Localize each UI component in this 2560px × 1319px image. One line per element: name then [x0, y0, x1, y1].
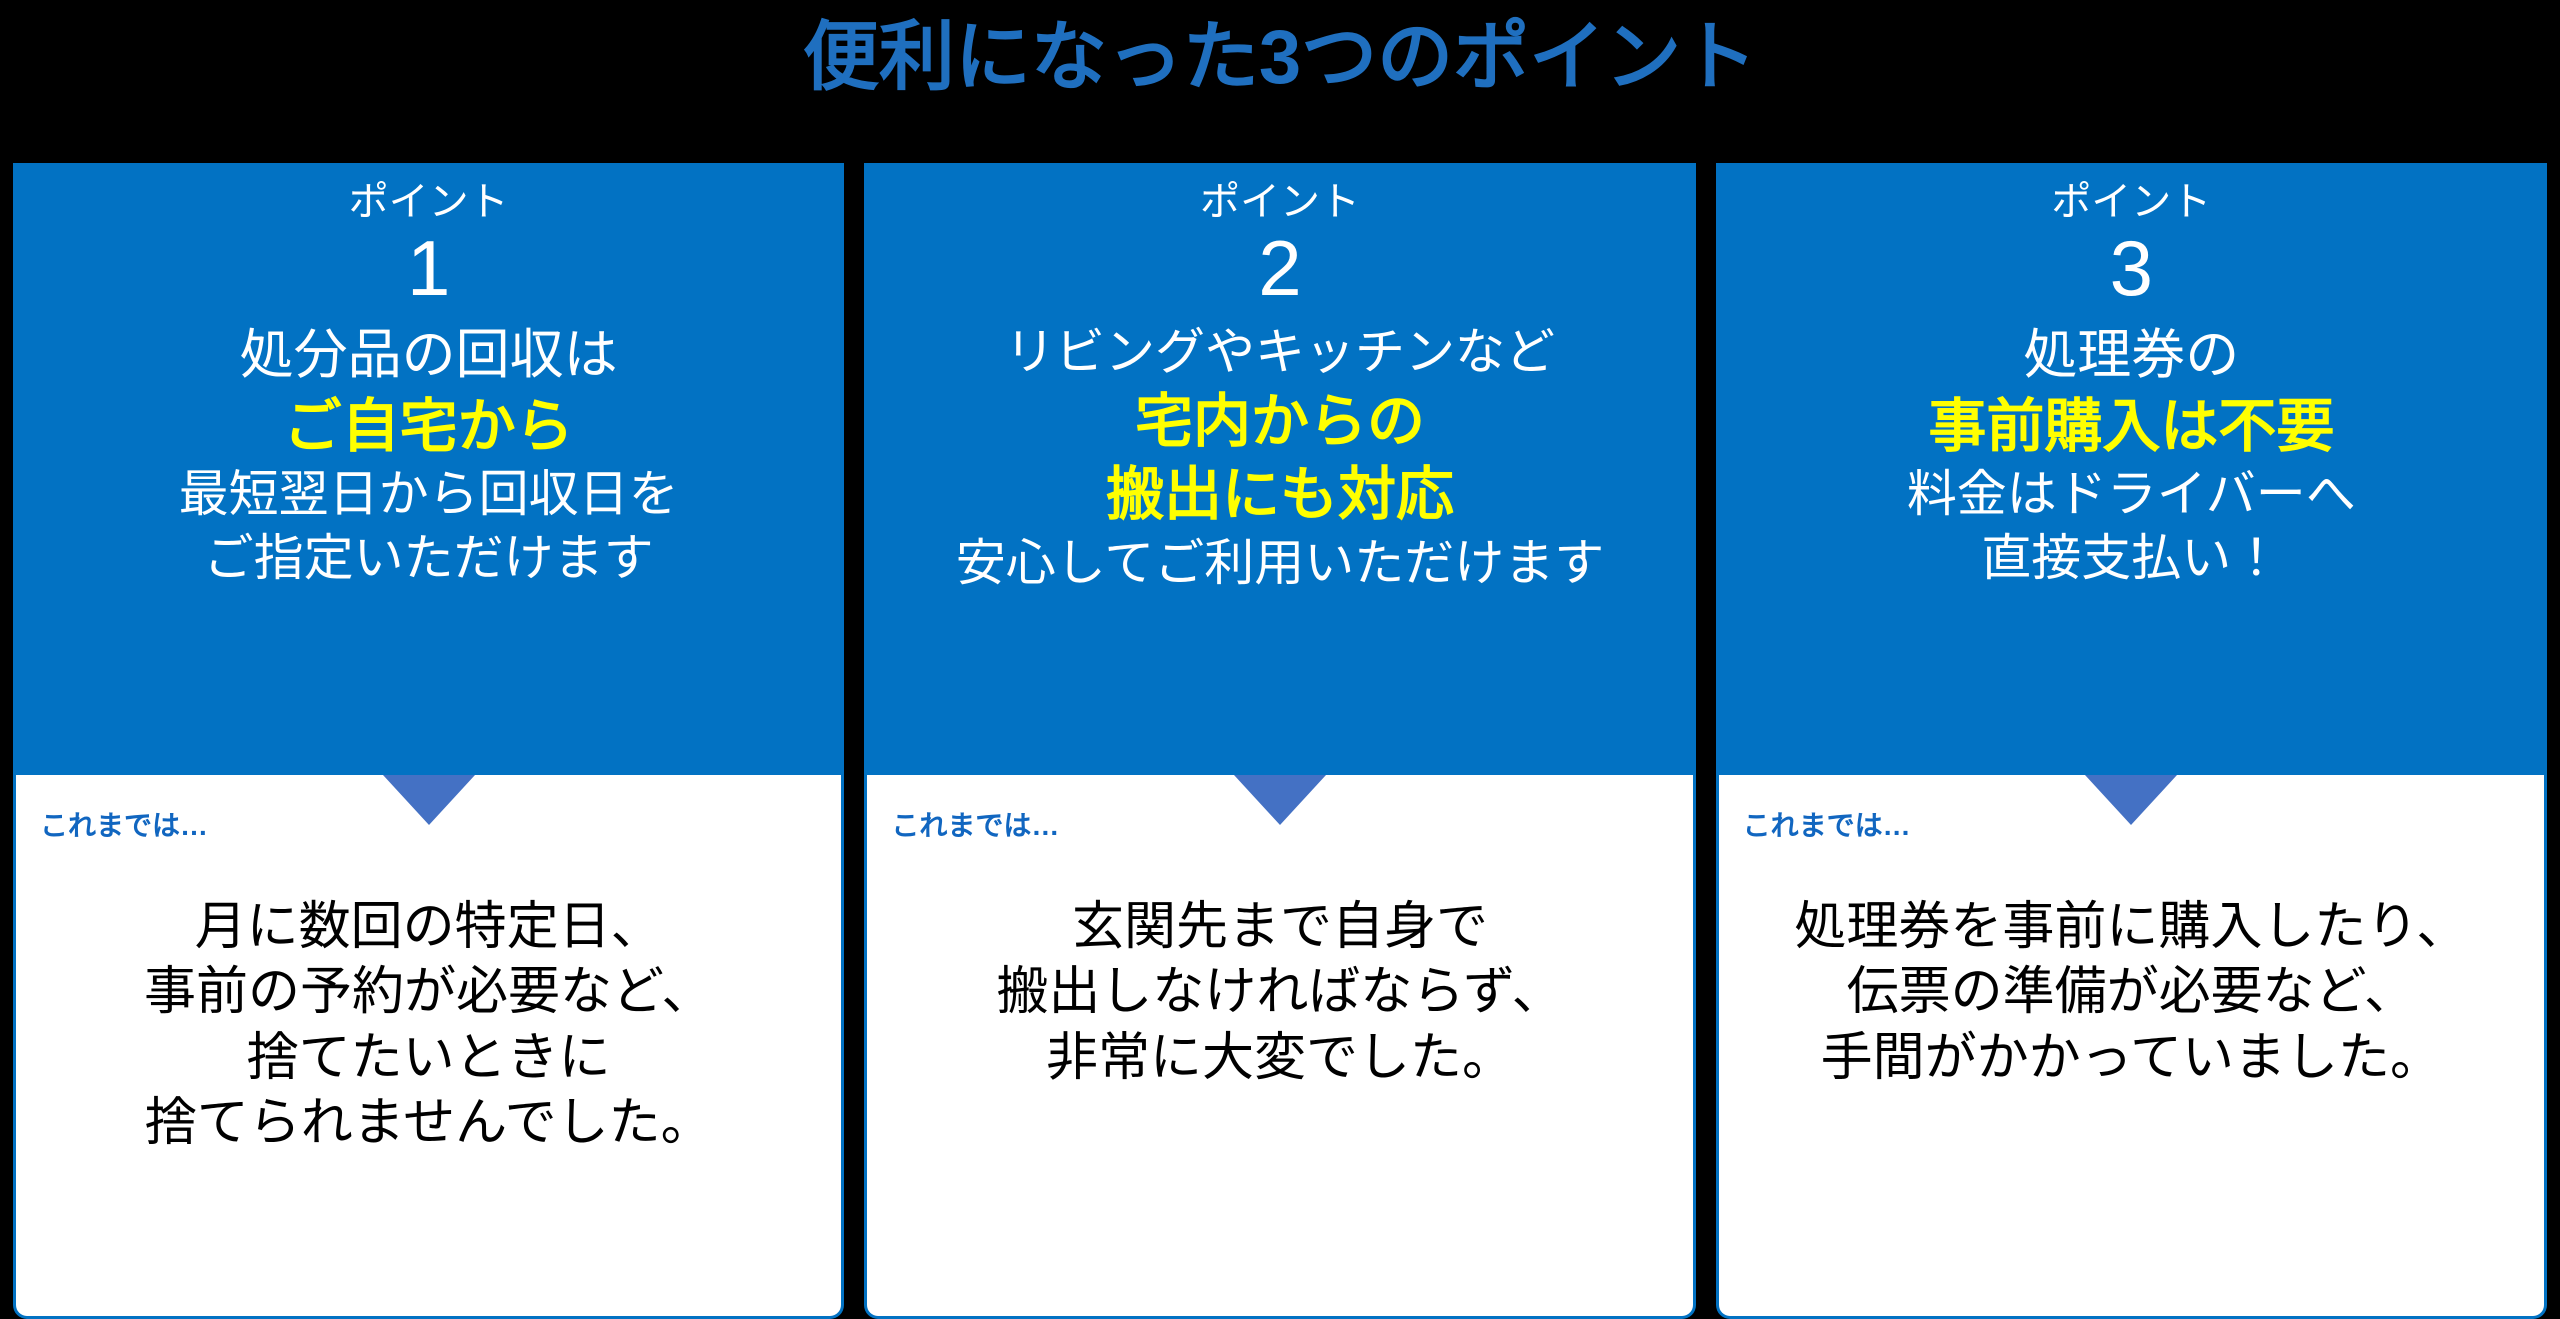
- point-card-3-point-label: ポイント: [2051, 180, 2212, 224]
- point-card-1-bodyline-1: 月に数回の特定日、: [194, 897, 663, 956]
- point-card-1-headline-3: 最短翌日から回収日を: [178, 466, 679, 523]
- point-card-2-point-label: ポイント: [1199, 180, 1360, 224]
- point-card-3-bodyline-3: 手間がかかっていました。: [1820, 1028, 2443, 1087]
- point-card-1-point-label: ポイント: [348, 180, 509, 224]
- point-card-1-before-label: これまでは…: [40, 810, 209, 841]
- point-card-3-number: 3: [2109, 224, 2154, 312]
- point-card-3-bodyline-2: 伝票の準備が必要など、: [1846, 963, 2417, 1022]
- point-card-1-headline-1: 処分品の回収は: [239, 325, 618, 385]
- point-card-2-bodylines: 玄関先まで自身で 搬出しなければならず、 非常に大変でした。: [885, 895, 1674, 1092]
- point-card-2-headline-2: 宅内からの: [1134, 388, 1425, 454]
- point-card-2-number: 2: [1258, 224, 1302, 312]
- point-card-1-bodylines: 月に数回の特定日、 事前の予約が必要など、 捨てたいときに 捨てられませんでした…: [34, 895, 823, 1157]
- point-card-3-body: これまでは… 処理券を事前に購入したり、 伝票の準備が必要など、 手間がかかって…: [1715, 775, 2547, 1319]
- point-card-2-headline-4: 安心してご利用いただけます: [955, 534, 1605, 591]
- point-card-3-headline-3: 料金はドライバーへ: [1906, 466, 2356, 523]
- point-card-1-bodyline-4: 捨てられませんでした。: [144, 1094, 713, 1153]
- point-card-2-headline-1: リビングやキッチンなど: [1004, 324, 1555, 380]
- point-card-2-headline-3: 搬出にも対応: [1105, 462, 1454, 528]
- down-triangle-icon: [2085, 775, 2178, 825]
- point-card-1-head: ポイント 1 処分品の回収は ご自宅から 最短翌日から回収日を ご指定いただけま…: [13, 163, 845, 825]
- point-card-2-before-label: これまでは…: [891, 810, 1060, 841]
- point-card-2-body: これまでは… 玄関先まで自身で 搬出しなければならず、 非常に大変でした。: [864, 775, 1696, 1319]
- point-card-2-bodyline-2: 搬出しなければならず、: [996, 963, 1564, 1022]
- point-card-1-headline-4: ご指定いただけます: [203, 529, 654, 586]
- point-card-2-bodyline-1: 玄関先まで自身で: [1071, 897, 1488, 956]
- point-card-3: ポイント 3 処理券の 事前購入は不要 料金はドライバーへ 直接支払い！ これま…: [1715, 163, 2547, 1319]
- point-card-1-bodyline-3: 捨てたいときに: [246, 1028, 611, 1087]
- point-card-1-headline-2: ご自宅から: [283, 393, 574, 459]
- point-card-1: ポイント 1 処分品の回収は ご自宅から 最短翌日から回収日を ご指定いただけま…: [13, 163, 845, 1319]
- point-card-2-bodyline-3: 非常に大変でした。: [1045, 1028, 1514, 1087]
- point-card-2: ポイント 2 リビングやキッチンなど 宅内からの 搬出にも対応 安心してご利用い…: [864, 163, 1696, 1319]
- point-card-3-bodylines: 処理券を事前に購入したり、 伝票の準備が必要など、 手間がかかっていました。: [1737, 895, 2526, 1092]
- points-card-row: ポイント 1 処分品の回収は ご自宅から 最短翌日から回収日を ご指定いただけま…: [0, 163, 2560, 1319]
- point-card-1-number: 1: [406, 224, 451, 312]
- point-card-3-before-label: これまでは…: [1742, 810, 1911, 841]
- point-card-1-bodyline-2: 事前の予約が必要など、: [143, 963, 714, 1022]
- point-card-1-headlines: 処分品の回収は ご自宅から 最短翌日から回収日を ご指定いただけます: [19, 321, 838, 590]
- point-card-3-headlines: 処理券の 事前購入は不要 料金はドライバーへ 直接支払い！: [1722, 321, 2541, 590]
- page-title: 便利になった3つのポイント: [802, 15, 1758, 100]
- point-card-3-headline-2: 事前購入は不要: [1928, 393, 2335, 459]
- point-card-2-headlines: リビングやキッチンなど 宅内からの 搬出にも対応 安心してご利用いただけます: [870, 321, 1689, 595]
- down-triangle-icon: [1233, 775, 1326, 825]
- down-triangle-icon: [382, 775, 475, 825]
- point-card-3-bodyline-1: 処理券を事前に購入したり、: [1794, 897, 2469, 956]
- point-card-1-body: これまでは… 月に数回の特定日、 事前の予約が必要など、 捨てたいときに 捨てら…: [13, 775, 845, 1319]
- point-card-2-head: ポイント 2 リビングやキッチンなど 宅内からの 搬出にも対応 安心してご利用い…: [864, 163, 1696, 825]
- point-card-3-headline-1: 処理券の: [2023, 325, 2240, 385]
- point-card-3-head: ポイント 3 処理券の 事前購入は不要 料金はドライバーへ 直接支払い！: [1715, 163, 2547, 825]
- point-card-3-headline-4: 直接支払い！: [1981, 529, 2282, 586]
